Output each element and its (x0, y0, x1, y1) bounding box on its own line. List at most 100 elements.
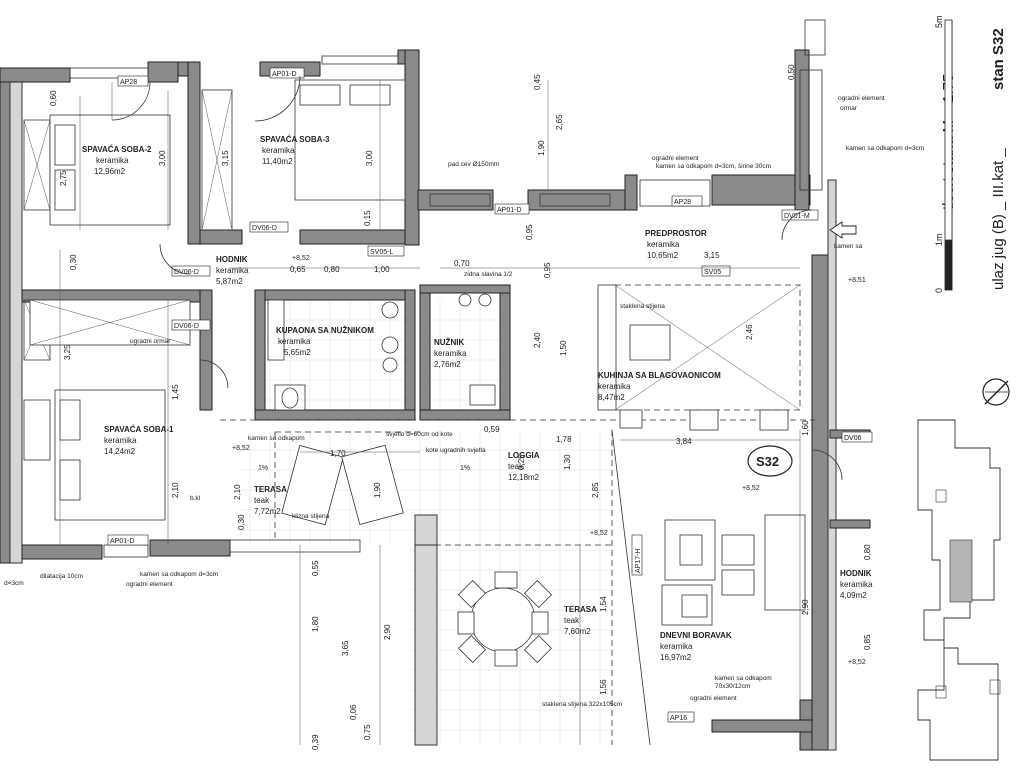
svg-text:HODNIK: HODNIK (216, 255, 248, 264)
svg-text:SPAVAĆA SOBA-2: SPAVAĆA SOBA-2 (82, 145, 152, 154)
tag-dv06d: DV06-D (252, 225, 277, 232)
svg-text:SPAVAĆA SOBA-3: SPAVAĆA SOBA-3 (260, 135, 330, 144)
furniture (29, 79, 806, 667)
svg-text:3,00: 3,00 (365, 150, 374, 166)
svg-text:kamen sa odkapom d=3cm: kamen sa odkapom d=3cm (846, 145, 924, 152)
room-labels: SPAVAĆA SOBA-2 keramika 12,96m2 SPAVAĆA … (82, 135, 873, 662)
tag-dv06d: DV06-D (174, 269, 199, 276)
entrance-label: ulaz jug (B) _ III.kat _ (990, 148, 1007, 290)
windows (23, 19, 826, 558)
svg-text:dilatacija 10cm: dilatacija 10cm (40, 573, 83, 580)
svg-text:d=3cm: d=3cm (4, 580, 24, 587)
svg-text:ugradni ormar: ugradni ormar (130, 338, 171, 345)
slope-mark: 1% (460, 465, 470, 472)
entry-arrow-icon (829, 221, 857, 239)
tag-ap28: AP28 (674, 199, 691, 206)
svg-text:12,18m2: 12,18m2 (508, 473, 540, 482)
svg-text:1,54: 1,54 (599, 596, 608, 612)
svg-text:keramika: keramika (434, 349, 467, 358)
svg-text:1,80: 1,80 (311, 616, 320, 632)
svg-text:0,80: 0,80 (324, 265, 340, 274)
svg-text:2,75: 2,75 (59, 170, 68, 186)
svg-text:keramika: keramika (96, 156, 129, 165)
svg-text:staklena stijena 322x105cm: staklena stijena 322x105cm (542, 701, 622, 708)
room-kupaona: KUPAONA SA NUŽNIKOM keramika 5,65m2 (276, 326, 374, 357)
svg-text:keramika: keramika (278, 337, 311, 346)
svg-text:staklena stijena: staklena stijena (620, 303, 665, 310)
svg-text:2,10: 2,10 (233, 484, 242, 500)
tag-ap01d: AP01-D (272, 71, 297, 78)
tag-sv05: SV05 (704, 269, 721, 276)
svg-text:1,45: 1,45 (171, 384, 180, 400)
svg-text:2,76m2: 2,76m2 (434, 360, 461, 369)
svg-text:TERASA: TERASA (254, 485, 287, 494)
svg-text:0,80: 0,80 (863, 544, 872, 560)
dimension-values: 2,75 3,00 3,00 3,15 2,65 1,90 0,45 0,50 … (49, 64, 872, 750)
svg-text:3,00: 3,00 (158, 150, 167, 166)
svg-text:0,25: 0,25 (517, 454, 526, 470)
svg-text:KUPAONA SA NUŽNIKOM: KUPAONA SA NUŽNIKOM (276, 326, 374, 335)
room-nuznik: NUŽNIK keramika 2,76m2 (434, 338, 467, 369)
svg-text:ogradni element: ogradni element (690, 695, 737, 702)
svg-text:keramika: keramika (660, 642, 693, 651)
svg-text:1,90: 1,90 (373, 482, 382, 498)
svg-text:teak: teak (508, 462, 524, 471)
svg-text:kamen sa: kamen sa (834, 243, 863, 250)
element-tags: AP28 AP01-D AP28 AP01-D AP01-D AP17-H AP… (107, 67, 873, 723)
svg-text:ogradni element: ogradni element (838, 95, 885, 102)
svg-text:8,47m2: 8,47m2 (598, 393, 625, 402)
scale-5m: 5m (934, 15, 944, 28)
svg-text:b.kl: b.kl (190, 495, 201, 502)
tag-ap16: AP16 (670, 715, 687, 722)
svg-text:5,87m2: 5,87m2 (216, 277, 243, 286)
svg-text:ormar: ormar (840, 105, 858, 112)
svg-text:kote ugradnih svjetla: kote ugradnih svjetla (426, 447, 486, 454)
door-swings (111, 75, 843, 481)
svg-text:keramika: keramika (216, 266, 249, 275)
terrace-table (457, 571, 553, 667)
tag-dv06d: DV06-D (174, 323, 199, 330)
room-kuhinja: KUHINJA SA BLAGOVAONICOM keramika 8,47m2 (598, 371, 721, 402)
tag-ap01d: AP01-D (497, 207, 522, 214)
svg-text:2,10: 2,10 (171, 482, 180, 498)
svg-text:2,90: 2,90 (801, 599, 810, 615)
svg-text:kamen sa odkapom: kamen sa odkapom (715, 675, 772, 682)
svg-text:14,24m2: 14,24m2 (104, 447, 136, 456)
svg-text:0,39: 0,39 (311, 734, 320, 750)
svg-text:ogradni element: ogradni element (126, 581, 173, 588)
level-mark: +8,52 (232, 445, 250, 452)
svg-text:0,45: 0,45 (533, 74, 542, 90)
room-dnevni-boravak: DNEVNI BORAVAK keramika 16,97m2 (660, 631, 732, 662)
tag-ap01d: AP01-D (110, 538, 135, 545)
svg-text:5,65m2: 5,65m2 (284, 348, 311, 357)
svg-text:10,65m2: 10,65m2 (647, 251, 679, 260)
room-hodnik-1: HODNIK keramika 5,87m2 (216, 255, 249, 286)
svg-text:2,85: 2,85 (591, 482, 600, 498)
title-block: tlocrt stana M = 1:75 ulaz jug (B) _ III… (917, 15, 1010, 761)
apartment-label: stan S32 (990, 28, 1007, 90)
svg-text:TERASA: TERASA (564, 605, 597, 614)
svg-text:0,95: 0,95 (543, 262, 552, 278)
svg-text:2,40: 2,40 (533, 332, 542, 348)
svg-text:4,09m2: 4,09m2 (840, 591, 867, 600)
svg-text:kamen sa odkapom: kamen sa odkapom (248, 435, 305, 442)
room-terasa-2: TERASA teak 7,60m2 (564, 605, 597, 636)
svg-text:1,60: 1,60 (801, 420, 810, 436)
tag-ap17h: AP17-H (635, 548, 642, 573)
svg-text:3,25: 3,25 (63, 344, 72, 360)
north-arrow-icon (982, 378, 1010, 406)
svg-text:2,65: 2,65 (555, 114, 564, 130)
svg-text:1,78: 1,78 (556, 435, 572, 444)
room-spavaca-3: SPAVAĆA SOBA-3 keramika 11,40m2 (260, 135, 330, 166)
svg-text:0,55: 0,55 (311, 560, 320, 576)
dimension-lines (59, 80, 801, 745)
svg-text:11,40m2: 11,40m2 (262, 157, 293, 166)
svg-text:LOGGIA: LOGGIA (508, 451, 540, 460)
svg-text:0,60: 0,60 (49, 90, 58, 106)
svg-text:keramika: keramika (262, 146, 295, 155)
svg-text:1,30: 1,30 (563, 454, 572, 470)
svg-text:SPAVAĆA SOBA-1: SPAVAĆA SOBA-1 (104, 425, 174, 434)
svg-text:1,90: 1,90 (537, 140, 546, 156)
level-mark: +8,52 (292, 255, 310, 262)
